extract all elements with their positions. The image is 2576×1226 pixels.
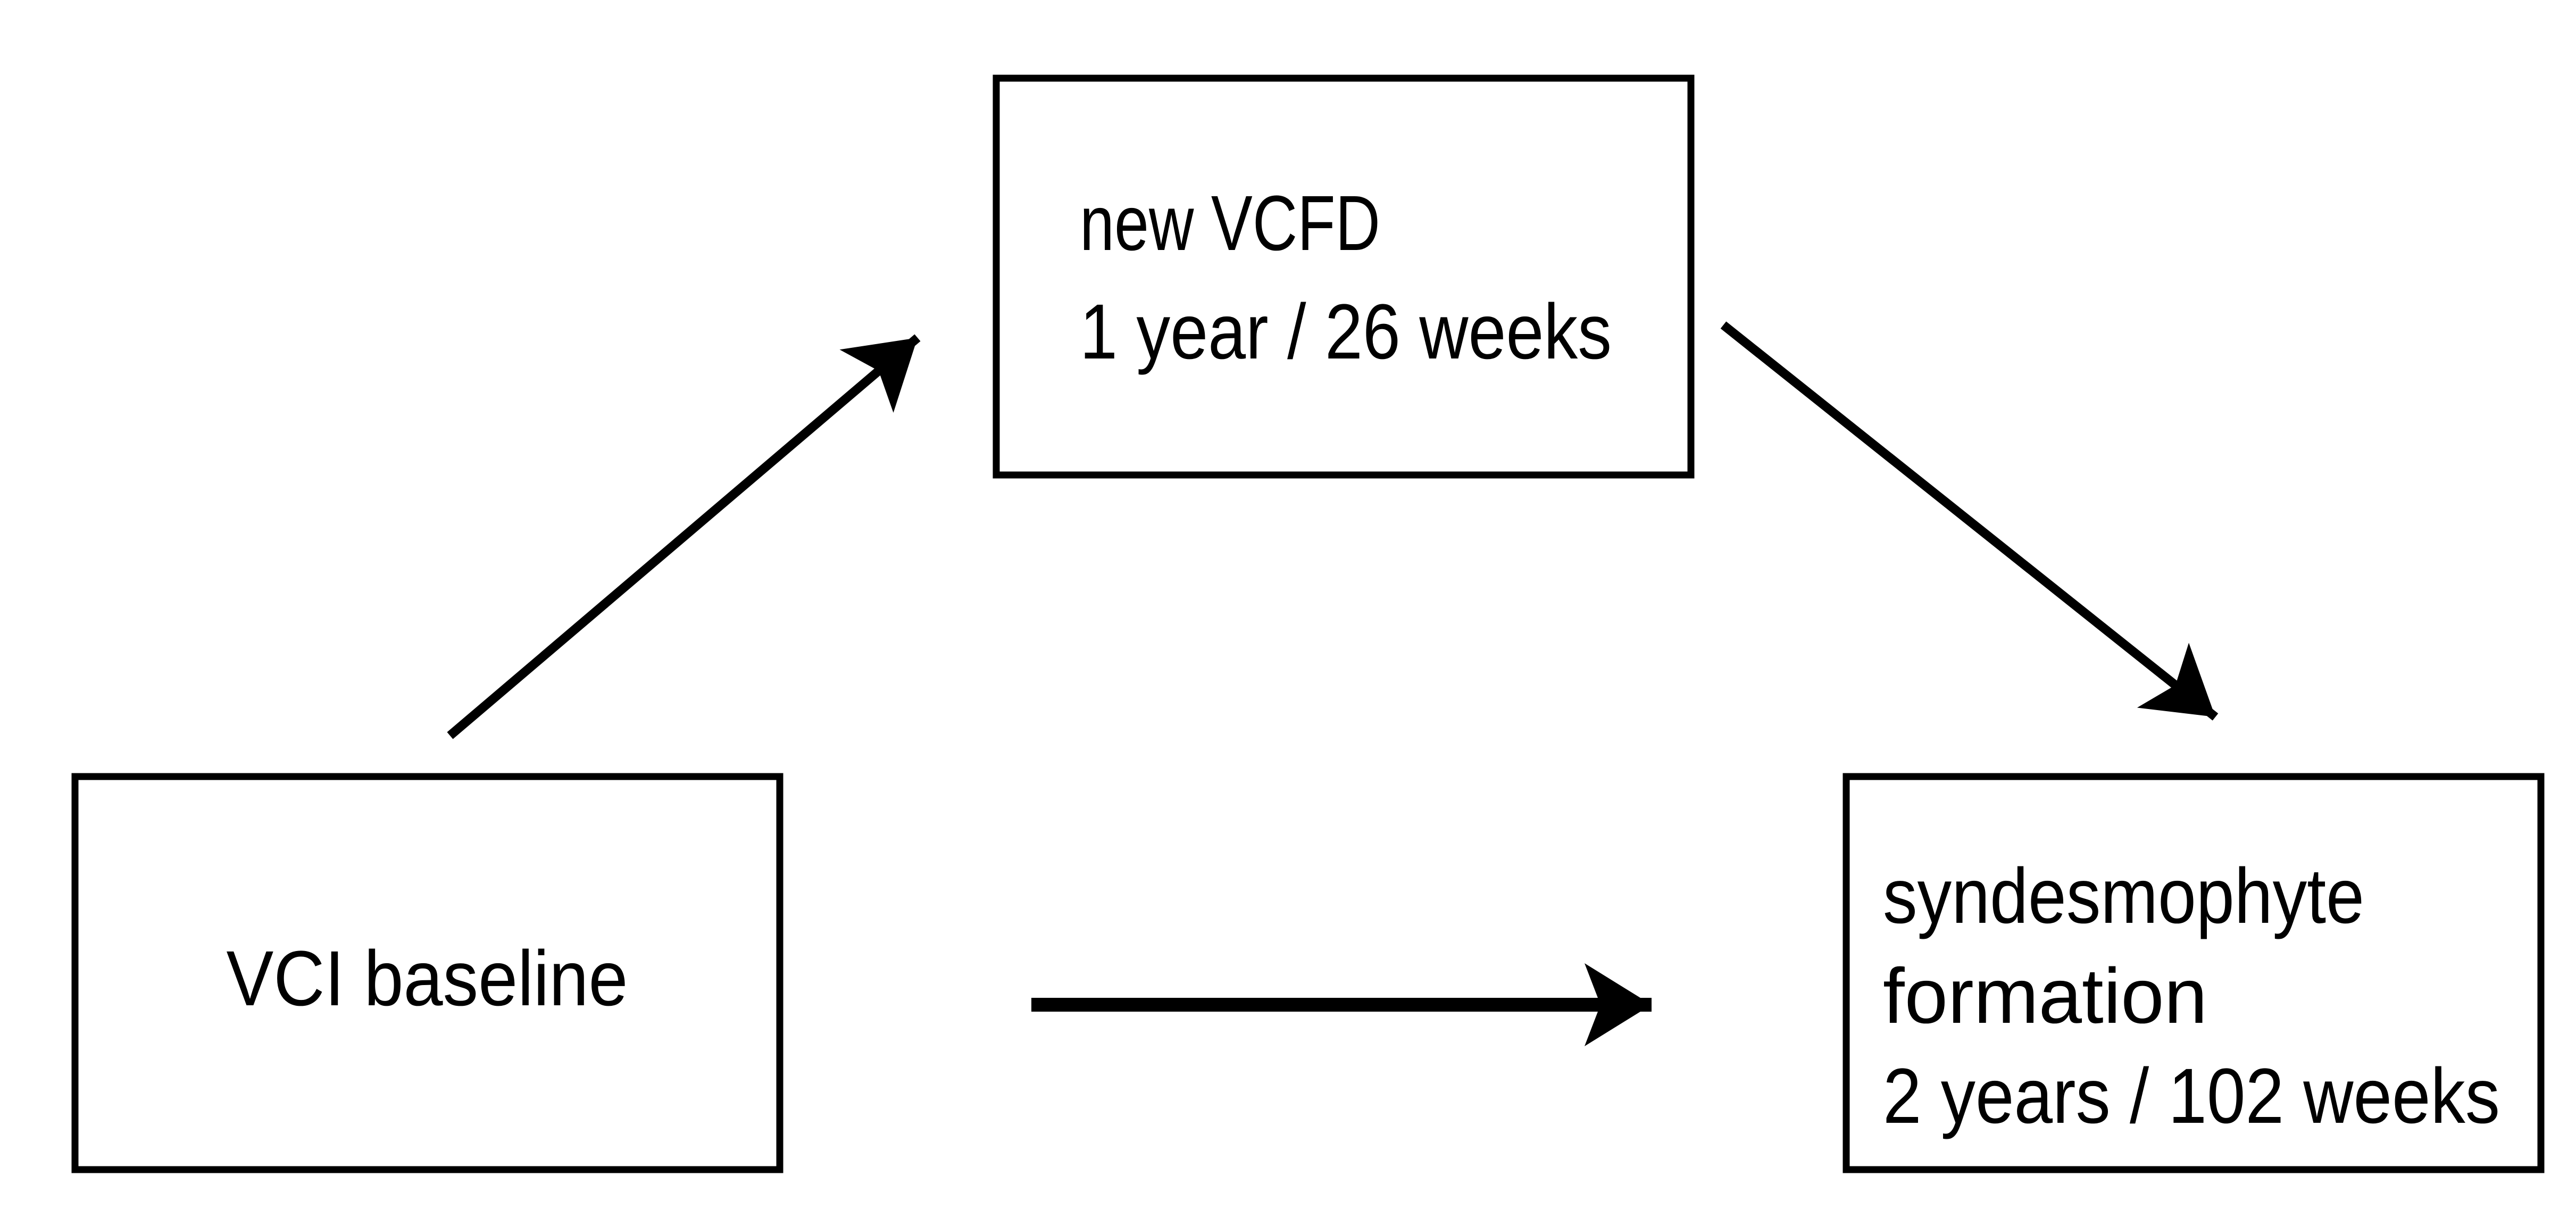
arrow-up-right-icon <box>447 334 921 739</box>
node-box-syndesmophyte-formation <box>1843 773 2545 1173</box>
node-box-new-vcfd <box>993 74 1695 479</box>
edge-baseline-to-vcfd <box>447 334 921 739</box>
arrow-down-right-icon <box>1720 321 2219 721</box>
node-label-syndesmophyte-line3: 2 years / 102 weeks <box>1883 1053 2500 1140</box>
node-box-vci-baseline <box>71 773 783 1173</box>
node-label-new-vcfd-line2: 1 year / 26 weeks <box>1080 288 1612 376</box>
node-label-syndesmophyte-line2: formation <box>1883 953 2207 1040</box>
node-syndesmophyte-formation: syndesmophyte formation 2 years / 102 we… <box>1843 773 2545 1173</box>
node-label-new-vcfd-line1: new VCFD <box>1080 180 1380 267</box>
edge-vcfd-to-syndesmophyte <box>1720 321 2219 721</box>
node-new-vcfd: new VCFD 1 year / 26 weeks <box>993 74 1695 479</box>
node-label-vci-baseline: VCI baseline <box>227 935 628 1022</box>
node-label-syndesmophyte-line1: syndesmophyte <box>1883 853 2364 940</box>
node-vci-baseline: VCI baseline <box>71 773 783 1173</box>
